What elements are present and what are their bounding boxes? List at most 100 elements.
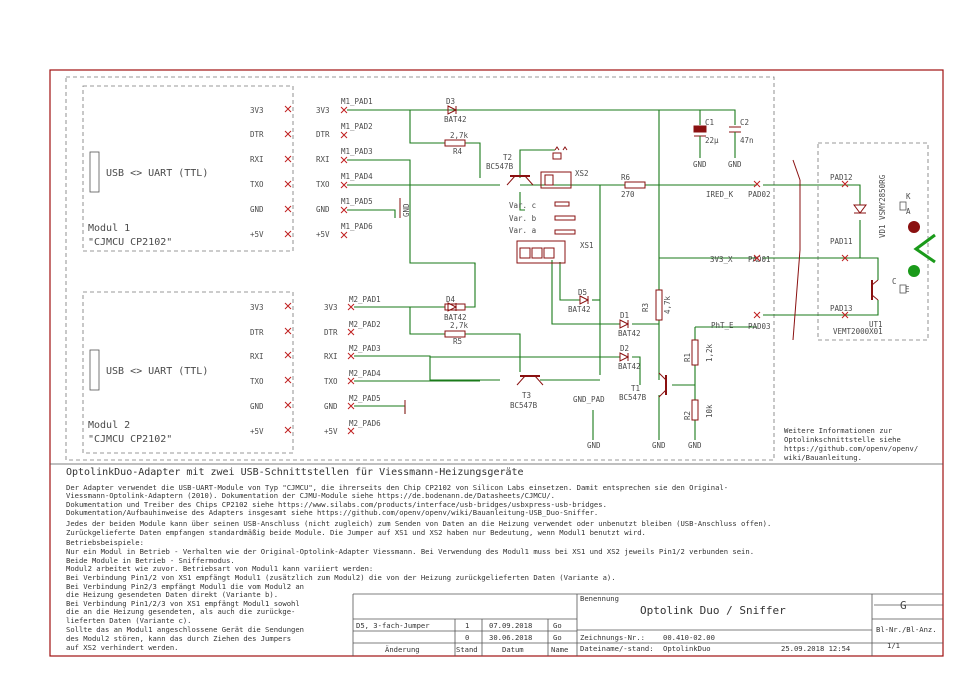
- svg-text:R6: R6: [621, 173, 631, 182]
- svg-text:Betriebsbeispiele:: Betriebsbeispiele:: [66, 538, 144, 547]
- svg-text:Bei Verbindung Pin1/2/3 von XS: Bei Verbindung Pin1/2/3 von XS1 empfängt…: [66, 599, 300, 608]
- svg-text:GND_PAD: GND_PAD: [573, 395, 605, 404]
- svg-text:Dateiname/-stand:: Dateiname/-stand:: [580, 644, 654, 653]
- svg-text:BC547B: BC547B: [510, 401, 538, 410]
- svg-text:PAD03: PAD03: [748, 322, 771, 331]
- svg-text:M1_PAD2: M1_PAD2: [341, 122, 373, 131]
- svg-text:M1_PAD5: M1_PAD5: [341, 197, 373, 206]
- svg-text:Go: Go: [553, 621, 562, 630]
- svg-text:R4: R4: [453, 147, 463, 156]
- led-green-icon: [908, 265, 920, 277]
- svg-text:M2_PAD4: M2_PAD4: [349, 369, 381, 378]
- svg-text:PAD02: PAD02: [748, 190, 771, 199]
- svg-text:D5: D5: [578, 288, 587, 297]
- svg-text:Beide Module in Betrieb - Snif: Beide Module in Betrieb - Sniffermodus.: [66, 556, 235, 565]
- svg-text:3V3: 3V3: [324, 303, 338, 312]
- module2-usb-label: USB <> UART (TTL): [106, 366, 208, 377]
- module1-pin-5v: +5V: [250, 230, 264, 239]
- svg-text:Zeichnungs-Nr.:: Zeichnungs-Nr.:: [580, 633, 645, 642]
- svg-text:4,7k: 4,7k: [663, 295, 672, 314]
- svg-text:Datum: Datum: [502, 645, 524, 654]
- svg-text:BAT42: BAT42: [618, 329, 641, 338]
- svg-text:Name: Name: [551, 645, 568, 654]
- svg-text:auf XS2 verhindert werden.: auf XS2 verhindert werden.: [66, 643, 179, 652]
- svg-text:Stand: Stand: [456, 645, 478, 654]
- svg-text:Bei Verbindung Pin2/3 empfängt: Bei Verbindung Pin2/3 empfängt Modul1 di…: [66, 582, 304, 591]
- module1-subname: "CJMCU CP2102": [88, 237, 172, 248]
- module1-pin-3v3: 3V3: [250, 106, 264, 115]
- svg-text:PAD11: PAD11: [830, 237, 853, 246]
- svg-text:Weitere Informationen zur: Weitere Informationen zur: [784, 426, 893, 435]
- svg-text:Optolinkschnittstelle siehe: Optolinkschnittstelle siehe: [784, 435, 901, 444]
- svg-text:wiki/Bauanleitung.: wiki/Bauanleitung.: [784, 453, 862, 462]
- svg-text:GND: GND: [693, 160, 707, 169]
- svg-text:GND: GND: [728, 160, 742, 169]
- svg-text:DTR: DTR: [250, 328, 264, 337]
- svg-text:Viessmann-Optolink-Adaptern (2: Viessmann-Optolink-Adaptern (2010). Doku…: [66, 491, 555, 500]
- optical-arrow-icon: [913, 233, 936, 264]
- svg-text:M2_PAD1: M2_PAD1: [349, 295, 381, 304]
- svg-text:BAT42: BAT42: [444, 313, 467, 322]
- module1-pin-gnd: GND: [250, 205, 264, 214]
- title-block-logo-icon: G: [900, 599, 907, 612]
- pad-markers: [753, 180, 849, 319]
- svg-text:3V3_X: 3V3_X: [710, 255, 733, 264]
- svg-text:die an die Heizung gesendeten,: die an die Heizung gesendeten, als auch …: [66, 607, 295, 616]
- svg-text:22µ: 22µ: [705, 136, 719, 145]
- svg-text:GND: GND: [652, 441, 666, 450]
- svg-text:Bei Verbindung Pin1/2 von XS1: Bei Verbindung Pin1/2 von XS1 empfängt M…: [66, 573, 616, 582]
- svg-text:M1_PAD4: M1_PAD4: [341, 172, 373, 181]
- svg-text:C: C: [892, 277, 897, 286]
- svg-text:R5: R5: [453, 337, 462, 346]
- svg-text:M1_PAD6: M1_PAD6: [341, 222, 373, 231]
- svg-text:R2: R2: [683, 411, 692, 420]
- svg-text:RXI: RXI: [324, 352, 338, 361]
- svg-text:K: K: [906, 192, 911, 201]
- svg-text:3V3: 3V3: [316, 106, 330, 115]
- jumper-xs2: [540, 146, 572, 189]
- svg-text:XS1: XS1: [580, 241, 594, 250]
- svg-text:+5V: +5V: [250, 427, 264, 436]
- svg-text:RXI: RXI: [316, 155, 330, 164]
- transistors: [506, 175, 667, 398]
- svg-text:GND: GND: [250, 402, 264, 411]
- module1-name: Modul 1: [88, 223, 130, 234]
- svg-text:UT1: UT1: [869, 320, 883, 329]
- svg-text:47n: 47n: [740, 136, 754, 145]
- svg-text:T2: T2: [503, 153, 512, 162]
- description: Der Adapter verwendet die USB-UART-Modul…: [66, 483, 771, 652]
- svg-text:D1: D1: [620, 311, 629, 320]
- diodes: [447, 105, 630, 362]
- svg-text:IRED_K: IRED_K: [706, 190, 734, 199]
- svg-text:Var. a: Var. a: [509, 226, 536, 235]
- svg-text:GND: GND: [688, 441, 702, 450]
- svg-text:2,7k: 2,7k: [450, 321, 469, 330]
- svg-text:T3: T3: [522, 391, 531, 400]
- svg-text:M2_PAD5: M2_PAD5: [349, 394, 381, 403]
- svg-text:VEMT2000X01: VEMT2000X01: [833, 327, 883, 336]
- svg-text:3V3: 3V3: [250, 303, 264, 312]
- svg-text:R1: R1: [683, 353, 692, 362]
- svg-text:PAD12: PAD12: [830, 173, 853, 182]
- svg-text:C2: C2: [740, 118, 749, 127]
- main-title: OptolinkDuo-Adapter mit zwei USB-Schnitt…: [66, 467, 524, 478]
- svg-text:DTR: DTR: [324, 328, 338, 337]
- svg-text:PAD01: PAD01: [748, 255, 771, 264]
- svg-text:D4: D4: [446, 295, 456, 304]
- svg-text:Sollte das an Modul1 angeschlo: Sollte das an Modul1 angeschlossene Gerä…: [66, 625, 304, 634]
- module-2: USB <> UART (TTL) Modul 2 "CJMCU CP2102"…: [82, 291, 381, 454]
- drawing-frame: [49, 69, 944, 657]
- svg-text:TXO: TXO: [316, 180, 330, 189]
- svg-text:D5, 3-fach-Jumper: D5, 3-fach-Jumper: [356, 621, 430, 630]
- svg-text:Dokumentation/Aufbauhinweise d: Dokumentation/Aufbauhinweise des Adapter…: [66, 508, 598, 517]
- svg-text:0: 0: [465, 633, 469, 642]
- svg-text:D2: D2: [620, 344, 629, 353]
- svg-text:BC547B: BC547B: [486, 162, 514, 171]
- svg-text:E: E: [905, 285, 910, 294]
- svg-text:D3: D3: [446, 97, 455, 106]
- svg-text:GND: GND: [324, 402, 338, 411]
- svg-text:00.410-02.00: 00.410-02.00: [663, 633, 715, 642]
- svg-text:PAD13: PAD13: [830, 304, 853, 313]
- svg-text:30.06.2018: 30.06.2018: [489, 633, 532, 642]
- svg-text:Zurückgelieferte Daten empfang: Zurückgelieferte Daten empfangen standar…: [66, 528, 646, 537]
